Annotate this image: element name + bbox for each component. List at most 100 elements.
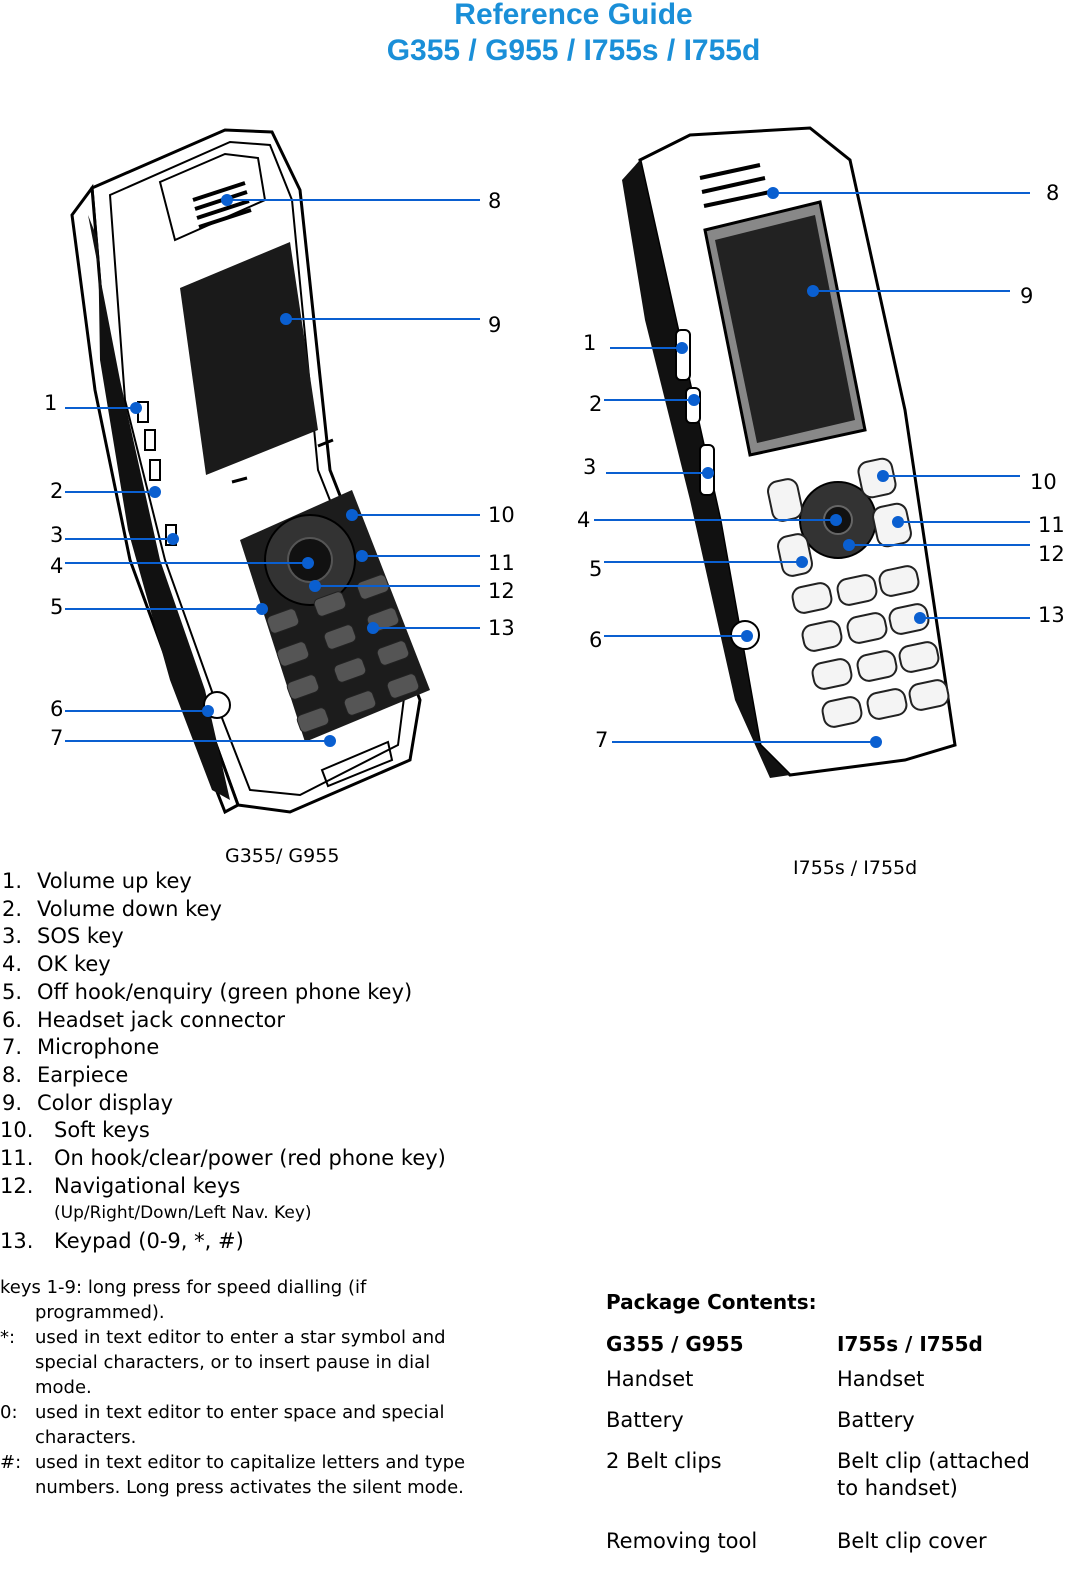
list-item-number: 9. bbox=[2, 1090, 23, 1115]
i755-callout-13: 13 bbox=[1038, 603, 1065, 627]
list-item-label: Soft keys bbox=[54, 1118, 150, 1143]
g355-callout-5: 5 bbox=[50, 595, 63, 619]
list-item-label: Navigational keys bbox=[54, 1173, 241, 1198]
list-item-number: 10. bbox=[0, 1118, 34, 1143]
i755-callout-9: 9 bbox=[1020, 284, 1033, 308]
note-text: used in text editor to enter space and s… bbox=[35, 1402, 445, 1448]
i755-callout-1: 1 bbox=[583, 331, 596, 355]
note-text: used in text editor to enter a star symb… bbox=[35, 1327, 446, 1398]
list-item-number: 7. bbox=[2, 1035, 23, 1060]
list-item: 1.Volume up key bbox=[0, 868, 520, 896]
list-item-label: Keypad (0-9, *, #) bbox=[54, 1229, 244, 1254]
i755-phone-illustration bbox=[622, 126, 957, 778]
g355-callout-1: 1 bbox=[44, 391, 57, 415]
i755-caption: I755s / I755d bbox=[793, 857, 918, 879]
table-cell: 2 Belt clips bbox=[606, 1449, 722, 1473]
list-item-label: Color display bbox=[37, 1090, 174, 1115]
note-key: keys 1-9: bbox=[0, 1277, 83, 1298]
list-item-label: Earpiece bbox=[37, 1062, 129, 1087]
table-cell: Handset bbox=[606, 1367, 694, 1391]
note-item: 0: used in text editor to enter space and… bbox=[0, 1400, 490, 1450]
list-item: 12. Navigational keys (Up/Right/Down/Left … bbox=[0, 1173, 520, 1228]
table-cell: Removing tool bbox=[606, 1529, 758, 1553]
g355-callout-6: 6 bbox=[50, 697, 63, 721]
list-item: 9. Color display bbox=[0, 1090, 520, 1118]
list-item: 11. On hook/clear/power (red phone key) bbox=[0, 1145, 520, 1173]
i755-callout-numbers: 1 2 3 4 5 6 7 8 9 10 11 12 13 bbox=[577, 181, 1065, 752]
g355-callout-3: 3 bbox=[50, 523, 63, 547]
g355-callout-10: 10 bbox=[488, 503, 515, 527]
list-item: 13. Keypad (0-9, *, #) bbox=[0, 1228, 520, 1256]
column-header: I755s / I755d bbox=[837, 1332, 983, 1356]
note-item: *: used in text editor to enter a star sy… bbox=[0, 1325, 490, 1400]
i755-callout-lines bbox=[594, 187, 1030, 748]
i755-callout-7: 7 bbox=[595, 728, 608, 752]
i755-callout-11: 11 bbox=[1038, 513, 1065, 537]
table-row: 2 Belt clips Belt clip (attached to hand… bbox=[606, 1448, 1056, 1528]
table-cell: Handset bbox=[837, 1367, 925, 1391]
key-notes: keys 1-9: long press for speed dialling … bbox=[0, 1275, 490, 1500]
table-cell: Battery bbox=[837, 1408, 915, 1432]
table-cell: Belt clip (attached to handset) bbox=[837, 1449, 1030, 1500]
g355-callout-2: 2 bbox=[50, 479, 63, 503]
list-item-number: 13. bbox=[0, 1229, 34, 1254]
g355-callout-numbers: 1 2 3 4 5 6 7 8 9 10 11 12 13 bbox=[44, 189, 515, 750]
list-item-number: 3. bbox=[2, 924, 23, 949]
note-text: used in text editor to capitalize letter… bbox=[35, 1452, 466, 1498]
page-subtitle: G355 / G955 / I755s / I755d bbox=[386, 34, 761, 67]
i755-callout-4: 4 bbox=[577, 508, 590, 532]
note-key: 0: bbox=[0, 1402, 18, 1423]
i755-callout-5: 5 bbox=[589, 557, 602, 581]
list-item-label: Microphone bbox=[37, 1035, 160, 1060]
handset-diagrams: 1 2 3 4 5 6 7 8 9 10 11 12 13 1 2 3 4 5 … bbox=[44, 126, 1065, 815]
list-item-number: 12. bbox=[0, 1173, 34, 1198]
list-item: 6. Headset jack connector bbox=[0, 1007, 520, 1035]
i755-callout-6: 6 bbox=[589, 628, 602, 652]
list-item-label: Off hook/enquiry (green phone key) bbox=[37, 979, 413, 1004]
list-item-sublabel: (Up/Right/Down/Left Nav. Key) bbox=[54, 1203, 312, 1224]
g355-caption: G355/ G955 bbox=[225, 845, 340, 867]
list-item: 2.Volume down key bbox=[0, 896, 520, 924]
list-item-label: Volume up key bbox=[37, 869, 192, 893]
list-item-number: 4. bbox=[2, 952, 23, 977]
list-item-number: 8. bbox=[2, 1062, 23, 1087]
list-item-number: 11. bbox=[0, 1146, 34, 1171]
package-contents: Package Contents: G355 / G955 I755s / I7… bbox=[606, 1290, 1056, 1569]
list-item-label: Headset jack connector bbox=[37, 1007, 285, 1032]
column-header: G355 / G955 bbox=[606, 1332, 744, 1356]
i755-callout-3: 3 bbox=[583, 455, 596, 479]
list-item-label: On hook/clear/power (red phone key) bbox=[54, 1146, 446, 1171]
table-row: Battery Battery bbox=[606, 1407, 1056, 1448]
package-heading: Package Contents: bbox=[606, 1290, 817, 1314]
g355-callout-7: 7 bbox=[50, 726, 63, 750]
g355-callout-11: 11 bbox=[488, 551, 515, 575]
g355-callout-13: 13 bbox=[488, 616, 515, 640]
page-title: Reference Guide bbox=[454, 0, 693, 31]
list-item: 7. Microphone bbox=[0, 1034, 520, 1062]
parts-list: 1.Volume up key 2.Volume down key 3.SOS … bbox=[0, 868, 520, 1256]
list-item: 4. OK key bbox=[0, 951, 520, 979]
list-item-label: OK key bbox=[37, 952, 111, 977]
table-cell: Battery bbox=[606, 1408, 684, 1432]
table-cell: Belt clip cover bbox=[837, 1529, 987, 1553]
note-key: *: bbox=[0, 1327, 16, 1348]
list-item-number: 6. bbox=[2, 1007, 23, 1032]
i755-callout-10: 10 bbox=[1030, 470, 1057, 494]
g355-callout-12: 12 bbox=[488, 579, 515, 603]
i755-callout-12: 12 bbox=[1038, 542, 1065, 566]
g355-callout-4: 4 bbox=[50, 554, 63, 578]
table-header-row: G355 / G955 I755s / I755d bbox=[606, 1332, 1056, 1366]
table-row: Handset Handset bbox=[606, 1366, 1056, 1407]
list-item: 3.SOS key bbox=[0, 923, 520, 951]
table-row: Removing tool Belt clip cover bbox=[606, 1528, 1056, 1569]
i755-callout-8: 8 bbox=[1046, 181, 1059, 205]
note-key: #: bbox=[0, 1452, 22, 1473]
note-item: #: used in text editor to capitalize lett… bbox=[0, 1450, 490, 1500]
list-item: 8. Earpiece bbox=[0, 1062, 520, 1090]
list-item-number: 5. bbox=[2, 979, 23, 1004]
note-item: keys 1-9: long press for speed dialling … bbox=[0, 1275, 490, 1325]
list-item-label: Volume down key bbox=[37, 896, 222, 921]
g355-phone-illustration bbox=[70, 128, 430, 815]
g355-callout-8: 8 bbox=[488, 189, 501, 213]
note-text: long press for speed dialling (if progra… bbox=[35, 1277, 367, 1323]
